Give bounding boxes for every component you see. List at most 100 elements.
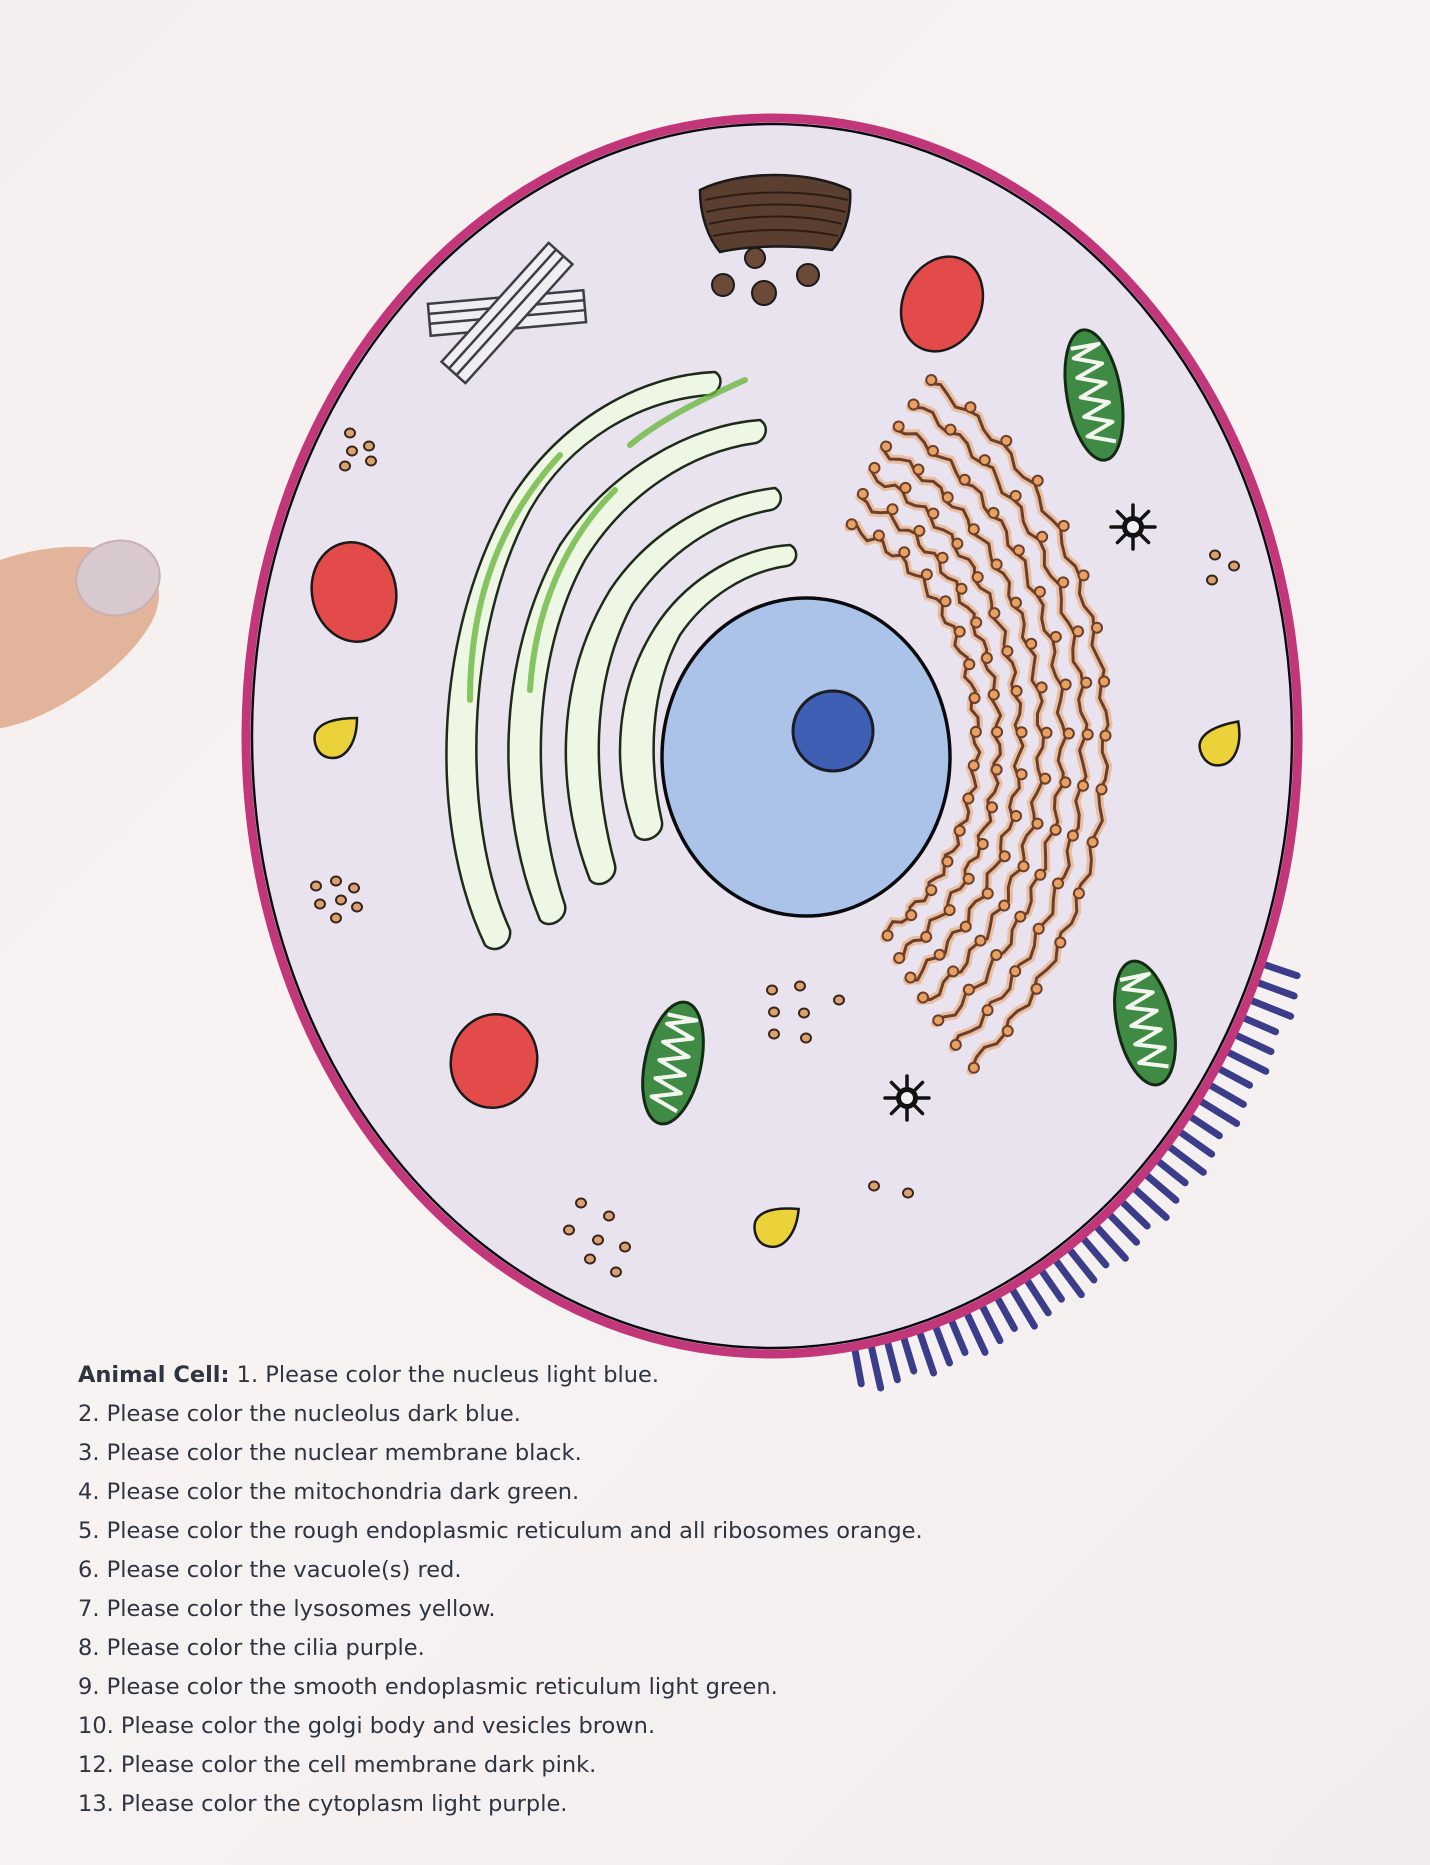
- ribosome: [1090, 621, 1103, 634]
- granule: [800, 1032, 812, 1044]
- ribosome: [1049, 630, 1062, 643]
- ribosome: [1072, 625, 1085, 638]
- rough-er-cisterna: [909, 406, 1089, 1050]
- ribosome: [1001, 645, 1014, 658]
- ribosome: [886, 503, 899, 516]
- cilium: [1177, 1128, 1216, 1158]
- cell-membrane: [241, 113, 1303, 1359]
- cilium: [1207, 1081, 1247, 1108]
- ribosome: [1040, 726, 1053, 739]
- smooth-er-shading: [627, 377, 748, 448]
- cilium: [963, 1310, 989, 1356]
- ribosome: [958, 473, 971, 486]
- cilium: [1166, 1143, 1207, 1176]
- ribosome: [1059, 678, 1072, 691]
- smooth-er-shading: [467, 452, 563, 703]
- rough-er-cisterna: [858, 495, 1003, 963]
- ribosome: [962, 792, 975, 805]
- centrosome-icon: [883, 1074, 931, 1122]
- ribosome: [1010, 809, 1023, 822]
- mitochondrion-outer-membrane: [1063, 328, 1125, 462]
- granule: [1206, 574, 1218, 586]
- cilium: [1155, 1158, 1189, 1187]
- ribosome: [1031, 474, 1044, 487]
- ribosome: [880, 440, 893, 453]
- ribosome: [1099, 729, 1112, 742]
- mitochondrion: [1063, 328, 1125, 462]
- ribosome: [1077, 779, 1090, 792]
- ribosome: [947, 965, 960, 978]
- ribosome: [872, 529, 885, 542]
- ribosome: [913, 524, 926, 537]
- instruction-item: 2. Please color the nucleolus dark blue.: [78, 1401, 521, 1427]
- ribosome: [986, 801, 999, 814]
- ribosome: [898, 546, 911, 559]
- ribosome: [998, 899, 1011, 912]
- cilium: [948, 1317, 969, 1356]
- cilium: [900, 1334, 918, 1375]
- instruction-item: 7. Please color the lysosomes yellow.: [78, 1596, 496, 1622]
- ribosome: [905, 909, 918, 922]
- instruction-item: 1. Please color the nucleus light blue.: [236, 1362, 660, 1388]
- ribosome: [899, 481, 912, 494]
- granule: [363, 440, 375, 452]
- vesicle: [744, 247, 766, 269]
- mitochondria: [641, 328, 1177, 1126]
- lysosome: [313, 716, 359, 760]
- centrosome-icon: [1109, 503, 1157, 551]
- vacuole: [310, 541, 398, 643]
- cristae: [649, 1012, 699, 1114]
- ribosome: [981, 1004, 994, 1017]
- granule: [902, 1187, 914, 1199]
- golgi-stack: [698, 173, 852, 254]
- cilium: [1106, 1211, 1141, 1246]
- ribosome: [949, 1038, 962, 1051]
- ribosome: [967, 1061, 980, 1074]
- ribosome: [856, 487, 869, 500]
- ribosome: [1095, 783, 1108, 796]
- instruction-item: 5. Please color the rough endoplasmic re…: [78, 1518, 923, 1544]
- ribosome: [1000, 434, 1013, 447]
- cristae: [1119, 971, 1169, 1069]
- smooth-er-cisterna: [618, 543, 798, 841]
- finger: [0, 539, 161, 728]
- ribosome: [1066, 829, 1079, 842]
- ribosome: [1062, 727, 1075, 740]
- granule: [619, 1241, 631, 1253]
- granule: [348, 882, 360, 894]
- ribosome: [968, 691, 981, 704]
- ribosome: [1017, 860, 1030, 873]
- ribosome: [1077, 569, 1090, 582]
- lysosome: [1198, 720, 1241, 767]
- ribosome: [988, 607, 1001, 620]
- ribosome: [892, 420, 905, 433]
- cilium: [1080, 1235, 1110, 1269]
- golgi-body: [698, 173, 852, 306]
- ribosome: [967, 523, 980, 536]
- instruction-line-1: Animal Cell: 1. Please color the nucleus…: [78, 1356, 978, 1395]
- smooth-endoplasmic-reticulum: [445, 370, 798, 951]
- ribosome: [926, 444, 939, 457]
- worksheet-title: Animal Cell:: [78, 1362, 230, 1388]
- cilium: [1224, 1048, 1270, 1075]
- ribosome: [990, 948, 1003, 961]
- smooth-er-shading: [527, 487, 618, 693]
- ribosome: [1014, 910, 1027, 923]
- ribosome: [964, 401, 977, 414]
- ribosome: [951, 537, 964, 550]
- ribosome: [1054, 936, 1067, 949]
- ribosome: [1059, 776, 1072, 789]
- rough-er-cisterna: [881, 448, 1046, 1003]
- cilium: [1216, 1065, 1254, 1089]
- cilium: [932, 1323, 954, 1367]
- ribosome: [974, 934, 987, 947]
- rough-er-cisterna: [870, 469, 1025, 982]
- ribosome: [1039, 772, 1052, 785]
- granule: [603, 1210, 615, 1222]
- cilium: [851, 1346, 865, 1388]
- granule: [592, 1234, 604, 1246]
- cilium: [1131, 1185, 1170, 1221]
- instruction-item: 9. Please color the smooth endoplasmic r…: [78, 1674, 778, 1700]
- ribosome: [1012, 544, 1025, 557]
